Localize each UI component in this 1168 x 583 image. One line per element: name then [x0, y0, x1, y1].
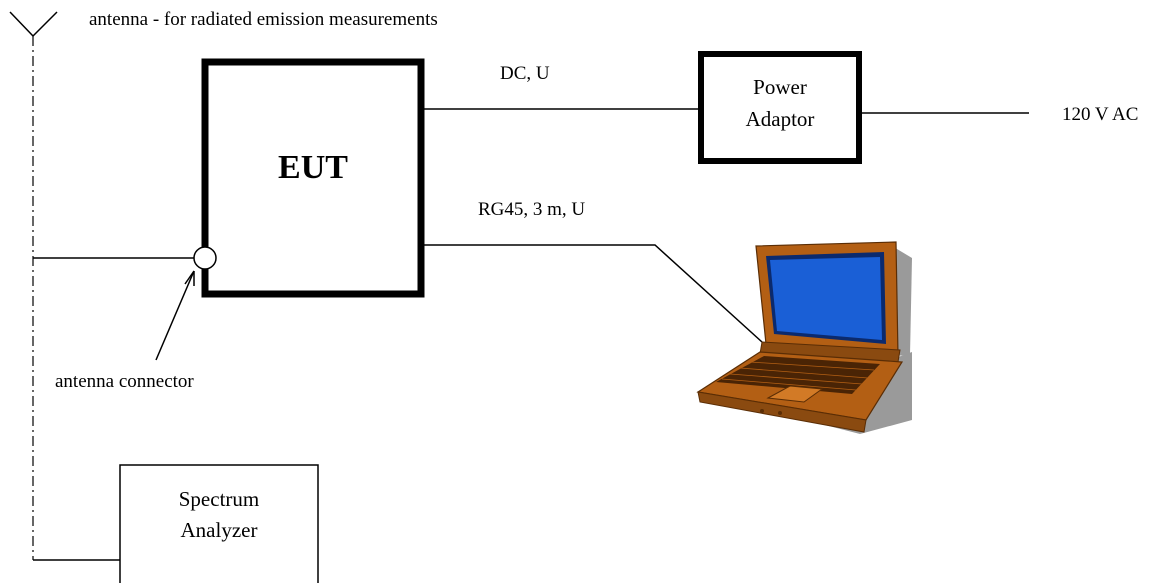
laptop-icon: [696, 241, 912, 434]
spectrum-analyzer-box: [119, 464, 319, 583]
power-adaptor-label-line2: Adaptor: [746, 107, 815, 131]
power-adaptor-box: [698, 51, 862, 164]
spectrum-analyzer-label-line1: Spectrum: [179, 487, 259, 511]
lan-cable-label: RG45, 3 m, U: [478, 199, 585, 220]
power-adaptor-label-line1: Power: [753, 75, 807, 99]
antenna-icon: [9, 11, 58, 37]
eut-box: [201, 58, 425, 298]
eut-label: EUT: [278, 149, 348, 186]
dc-cable-label: DC, U: [500, 63, 550, 84]
antenna-connector-pointer: [155, 270, 195, 361]
antenna-connector-icon: [193, 246, 217, 270]
ac-supply-label: 120 V AC: [1062, 104, 1138, 125]
spectrum-analyzer-label-line2: Analyzer: [181, 518, 258, 542]
antenna-connector-label: antenna connector: [55, 371, 194, 392]
antenna-note-label: antenna - for radiated emission measurem…: [89, 9, 438, 30]
lan-cable: [424, 244, 763, 343]
